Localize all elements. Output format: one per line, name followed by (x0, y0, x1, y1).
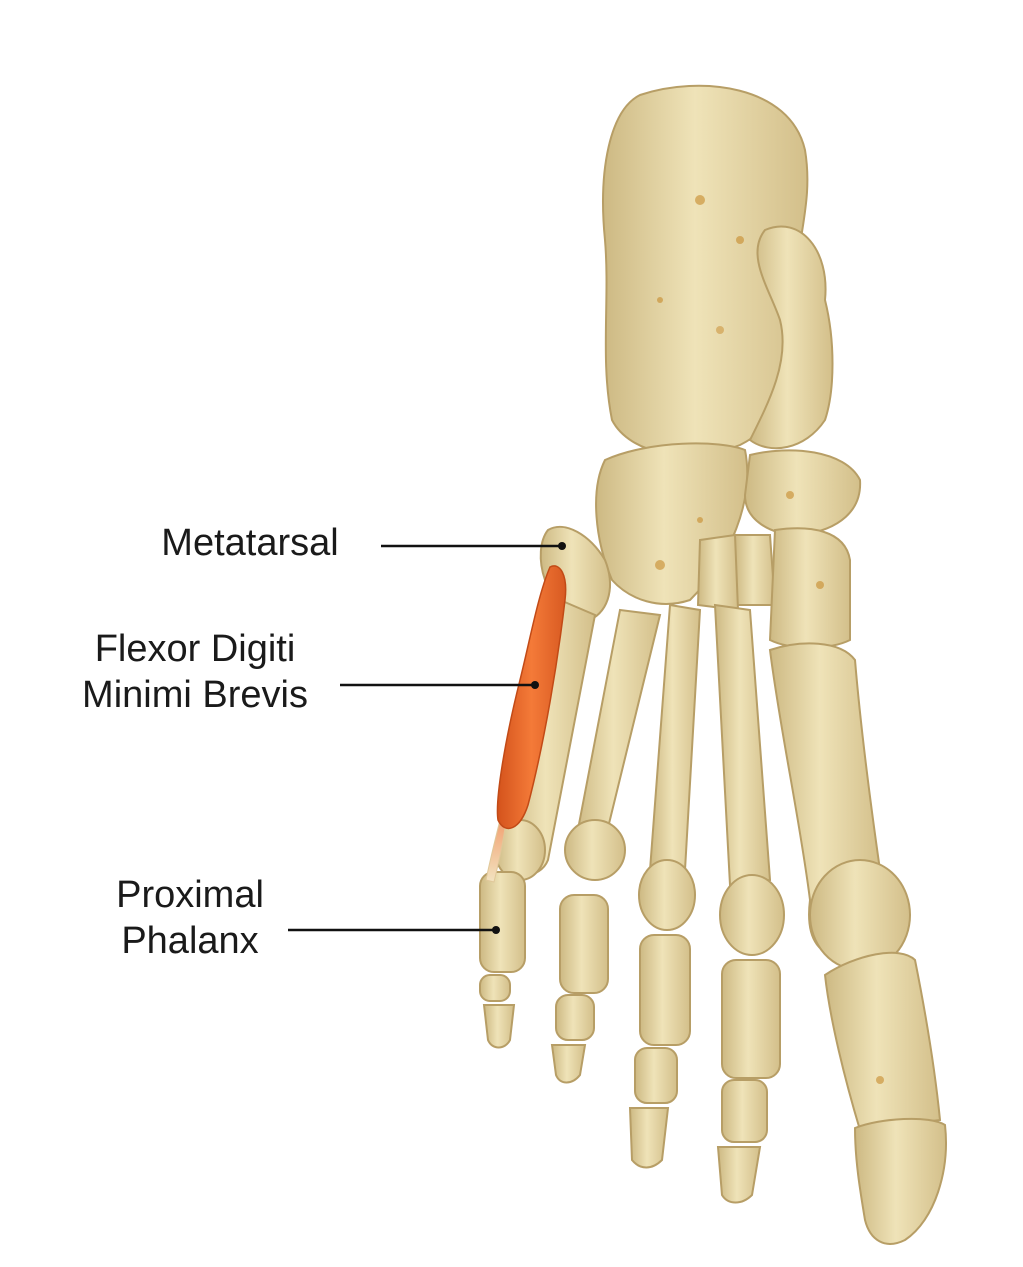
talus-bone (748, 225, 834, 450)
leader-line-flexor (340, 681, 539, 689)
leader-line-metatarsal (381, 542, 566, 550)
metatarsal-label: Metatarsal (140, 520, 360, 566)
flexor-label-line1: Flexor Digiti (94, 628, 296, 670)
leader-line-phalanx (288, 926, 500, 934)
phalanx-label-line1: Proximal (116, 874, 264, 916)
big-toe-phalanges (823, 951, 947, 1245)
fourth-metatarsal-bone (564, 608, 662, 881)
fourth-toe-phalanges (550, 894, 609, 1084)
calcaneus-bone (602, 84, 809, 457)
metatarsal-label-text: Metatarsal (161, 522, 339, 564)
third-toe-phalanges (628, 934, 691, 1169)
navicular-bone (743, 449, 862, 537)
flexor-digiti-minimi-brevis-muscle (485, 565, 567, 883)
third-metatarsal-bone (638, 603, 702, 931)
proximal-phalanx-label: Proximal Phalanx (95, 872, 285, 964)
first-metatarsal-bone (768, 642, 911, 971)
fifth-toe-phalanges (479, 871, 526, 1049)
phalanx-label-line2: Phalanx (121, 920, 259, 962)
flexor-label-line2: Minimi Brevis (82, 674, 308, 716)
cuneiform-bones (696, 527, 851, 649)
flexor-digiti-minimi-brevis-label: Flexor Digiti Minimi Brevis (55, 626, 335, 718)
second-metatarsal-bone (713, 603, 785, 956)
second-toe-phalanges (716, 959, 781, 1204)
